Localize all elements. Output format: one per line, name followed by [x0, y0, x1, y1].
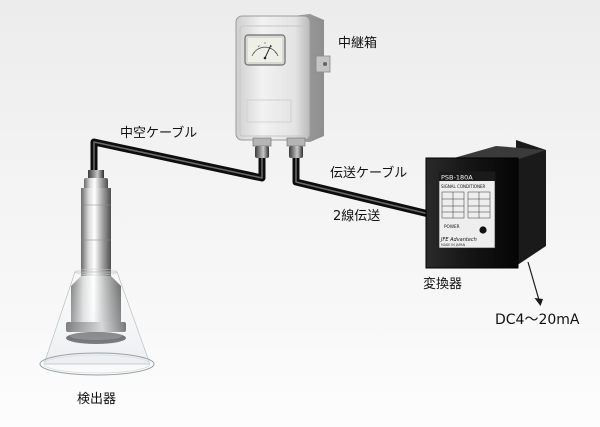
output-arrow	[527, 261, 543, 306]
hollow-cable-label: 中空ケーブル	[120, 126, 198, 141]
hollow-cable	[90, 138, 266, 182]
power-label: POWER	[444, 224, 460, 229]
transmission-cable-label: 伝送ケーブル	[330, 166, 408, 181]
junction-box-label: 中継箱	[338, 36, 378, 51]
converter-label: 変換器	[423, 277, 463, 292]
converter-model: PSB-180A	[441, 174, 473, 182]
made-in-label: MADE IN JAPAN	[441, 243, 466, 247]
brand-name: JFE Advantech	[440, 237, 477, 243]
power-indicator-icon	[479, 226, 487, 234]
detector-chamber	[39, 268, 155, 376]
output-signal-label: DC4～20mA	[495, 312, 580, 328]
converter-unit: PSB-180A SIGNAL CONDITIONER POWER JFE Ad…	[425, 140, 546, 269]
junction-box	[235, 14, 331, 158]
detector-label: 検出器	[77, 392, 117, 407]
meter-gauge-icon	[244, 34, 286, 66]
cable-gland	[252, 137, 306, 158]
two-wire-label: 2線伝送	[333, 209, 381, 224]
converter-subtitle: SIGNAL CONDITIONER	[441, 184, 486, 189]
transmission-cable	[292, 154, 437, 219]
